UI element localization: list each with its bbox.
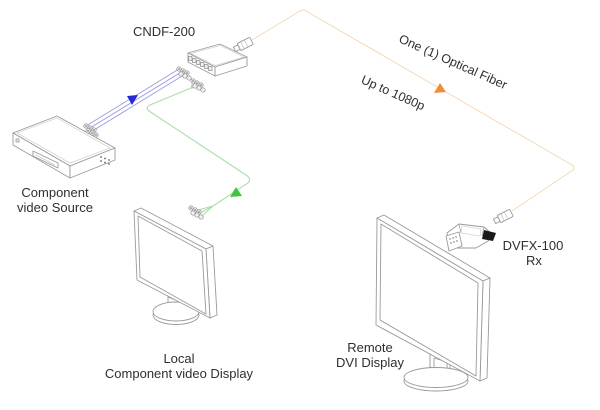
remote-display-screen: [379, 223, 479, 377]
disc-tray: [32, 150, 59, 169]
local-cable-arrow-icon: [230, 187, 242, 197]
rca-cluster-source: [83, 123, 99, 138]
optical-input-tip: [482, 230, 496, 241]
cndf-200-transmitter-device: [187, 43, 248, 77]
local-display-label-line2: Component video Display: [105, 366, 254, 381]
remote-display-label-line2: DVI Display: [336, 355, 404, 370]
fiber-direction-arrow-icon: [434, 83, 446, 93]
source-label-line2: video Source: [17, 200, 93, 215]
front-buttons: [100, 156, 110, 165]
fiber-connector-rx: [492, 209, 514, 225]
rca-cluster-transmitter-in: [176, 66, 192, 81]
local-display-monitor: [133, 207, 218, 325]
fiber-resolution-note: Up to 1080p: [359, 73, 427, 114]
component-video-source-device: [12, 115, 116, 179]
component-cable-arrow-icon: [127, 95, 138, 105]
rca-cluster-transmitter-out: [190, 78, 206, 93]
transmitter-ports: [188, 56, 213, 71]
local-display-screen: [137, 215, 207, 315]
source-label-line1: Component: [21, 185, 89, 200]
fiber-label: One (1) Optical Fiber: [397, 32, 509, 92]
fiber-connector-tx: [232, 37, 254, 53]
dvfx-100-receiver-device: [445, 223, 496, 252]
receiver-label-line1: DVFX-100: [503, 238, 564, 253]
receiver-label-line2: Rx: [526, 253, 542, 268]
local-display-label-line1: Local: [163, 351, 194, 366]
power-button: [15, 138, 20, 143]
remote-display-monitor: [375, 214, 491, 392]
transmitter-label: CNDF-200: [133, 24, 195, 39]
component-video-cable: [85, 68, 188, 131]
rca-cluster-local-display: [188, 205, 204, 220]
dvi-pins: [449, 236, 458, 244]
remote-display-label-line1: Remote: [347, 340, 393, 355]
